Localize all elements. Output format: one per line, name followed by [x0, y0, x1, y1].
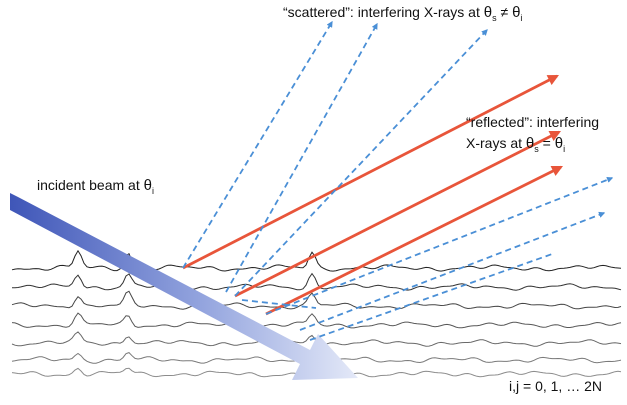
layer-trace [11, 312, 622, 329]
reflected-rays [182, 74, 564, 316]
scattered-rays [182, 20, 614, 341]
index-range-label: i,j = 0, 1, … 2N [509, 378, 602, 394]
scattered-ray [309, 252, 556, 341]
layer-trace [11, 249, 622, 272]
scattered-ray [234, 29, 488, 297]
scattered-ray [225, 22, 378, 293]
scattered-ray [182, 20, 333, 269]
scattered-ray [265, 176, 614, 315]
reflected-ray [182, 74, 559, 270]
scattered-ray [241, 299, 317, 309]
reflected-ray [234, 130, 561, 298]
incident-beam-label: incident beam at θi [37, 177, 154, 196]
incident-beam [10, 193, 358, 380]
reflected-label-line2: X-rays at θs = θi [466, 135, 565, 154]
scattered-label: “scattered”: interfering X-rays at θs ≠ … [283, 4, 522, 23]
reflected-ray [265, 165, 564, 316]
reflected-label-line1: “reflected”: interfering [466, 114, 599, 130]
scattered-ray [299, 211, 606, 331]
layer-trace [11, 290, 622, 310]
layer-trace [11, 272, 622, 291]
